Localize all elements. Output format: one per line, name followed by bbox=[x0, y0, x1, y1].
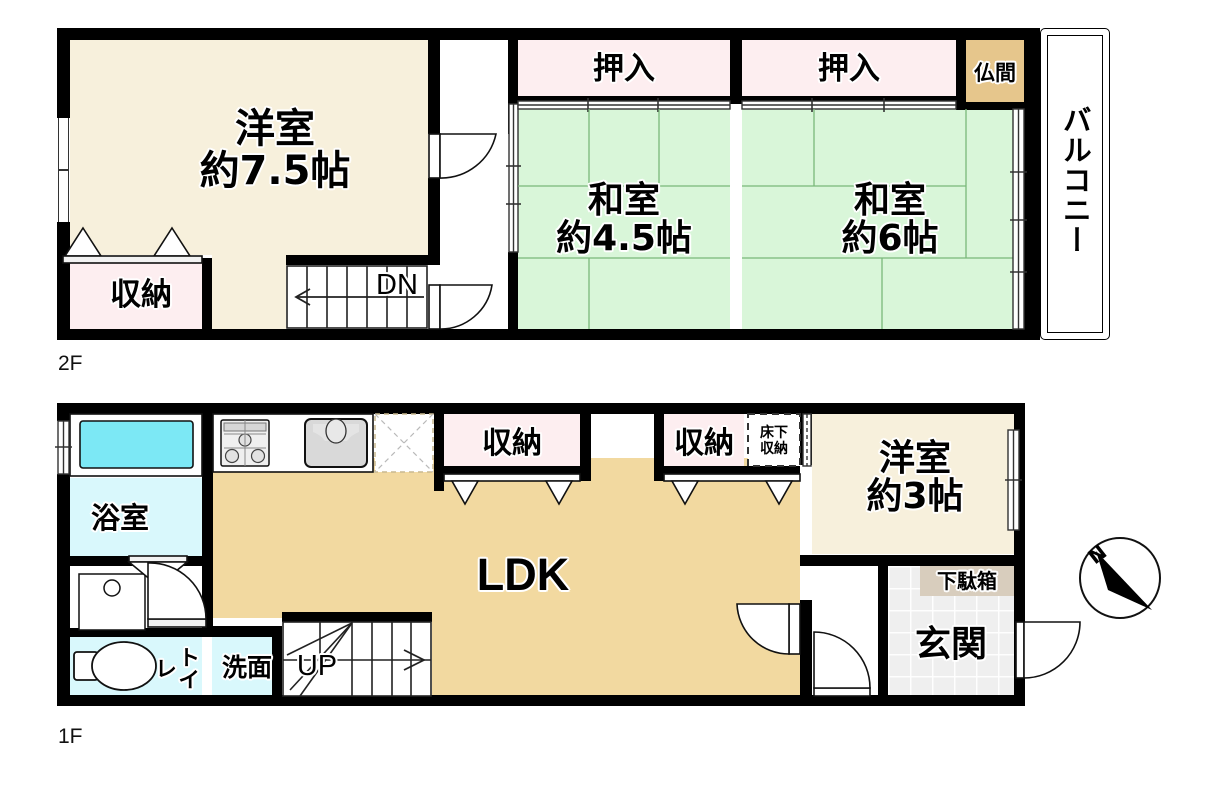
2f-oshiire-left-bottom bbox=[518, 96, 730, 104]
butsuma-fill bbox=[966, 40, 1024, 110]
room-western-7-5-fill-lower bbox=[212, 255, 286, 329]
svg-text:N: N bbox=[1083, 540, 1111, 569]
room-japanese-6-fill bbox=[742, 108, 1024, 329]
2f-hall-right-wall-top bbox=[508, 28, 518, 134]
washbasin-counter-area-fill bbox=[70, 566, 202, 628]
butsuma-left-wall bbox=[956, 28, 966, 110]
1f-right-section-left-wall-upper bbox=[800, 403, 812, 465]
2f-hall-right-wall-bot bbox=[508, 252, 518, 340]
bathroom-right-wall bbox=[202, 403, 213, 558]
room-japanese-4-5-fill bbox=[518, 108, 730, 329]
oshiire-left-fill bbox=[518, 40, 730, 102]
ldk-fill-bottom bbox=[432, 612, 800, 698]
shoe-cabinet-fill bbox=[920, 566, 1014, 596]
washbasin-fill bbox=[212, 636, 282, 698]
1f-wall-left-a bbox=[57, 403, 70, 421]
2f-partition-west-right-mid bbox=[428, 178, 440, 256]
2f-oshiire-right-bottom bbox=[742, 96, 956, 104]
closet-left-bottom-wall bbox=[444, 466, 580, 474]
1f-wall-top-right bbox=[812, 403, 1025, 414]
2f-closet-right-wall bbox=[202, 258, 212, 329]
washroom-right-wall bbox=[202, 566, 213, 628]
1f-ldk-left-wall-lower bbox=[202, 600, 213, 630]
closet-2f-fill bbox=[70, 262, 212, 329]
balcony-inner bbox=[1047, 35, 1103, 333]
oshiire-right-fill bbox=[742, 40, 956, 102]
closet-right-left-wall bbox=[654, 403, 664, 481]
butsuma-bottom-wall bbox=[956, 102, 1024, 110]
closet-left-fill bbox=[444, 414, 580, 472]
bathroom-bottom-wall bbox=[57, 556, 213, 567]
2f-wall-right bbox=[1024, 28, 1040, 340]
1f-wall-bottom bbox=[57, 695, 1025, 706]
floor-tag-1f: 1F bbox=[58, 725, 83, 748]
toilet-fill bbox=[70, 636, 202, 698]
1f-wall-right-lower bbox=[1014, 555, 1025, 706]
washbasin-right-wall bbox=[272, 626, 282, 706]
washroom-bottom-wall bbox=[57, 626, 282, 637]
2f-wall-bottom bbox=[57, 329, 1040, 340]
2f-wall-left-upper bbox=[57, 28, 70, 118]
western-room-3-fill bbox=[812, 414, 1014, 554]
2f-oshiire-divider bbox=[730, 28, 742, 104]
1f-wall-right-upper bbox=[1014, 403, 1025, 555]
closet-left-right-wall bbox=[580, 403, 591, 481]
2f-hall-fill bbox=[440, 40, 508, 329]
compass-group: N bbox=[1079, 537, 1161, 619]
1f-wall-left-b bbox=[57, 474, 70, 706]
1f-right-section-left-wall-lower bbox=[800, 600, 812, 706]
room-western-7-5-fill bbox=[70, 40, 428, 255]
window-2f-west-mullion bbox=[58, 169, 69, 171]
1f-stairs-top-wall bbox=[282, 612, 432, 622]
entrance-hall-right-wall bbox=[878, 566, 888, 696]
2f-wall-above-stairs bbox=[286, 255, 440, 265]
western-room-3-bottom-wall bbox=[800, 555, 1014, 566]
closet-right-fill bbox=[664, 414, 744, 472]
closet-left-left-wall bbox=[434, 403, 444, 491]
floor-tag-2f: 2F bbox=[58, 352, 83, 375]
2f-wall-top bbox=[57, 28, 1040, 40]
2f-partition-west-right-top bbox=[428, 28, 440, 134]
closet-right-bottom-wall bbox=[664, 466, 800, 474]
entrance-hall-fill bbox=[812, 566, 878, 696]
bathroom-fill bbox=[70, 478, 202, 558]
ldk-fill-kitchen-strip bbox=[212, 458, 432, 618]
